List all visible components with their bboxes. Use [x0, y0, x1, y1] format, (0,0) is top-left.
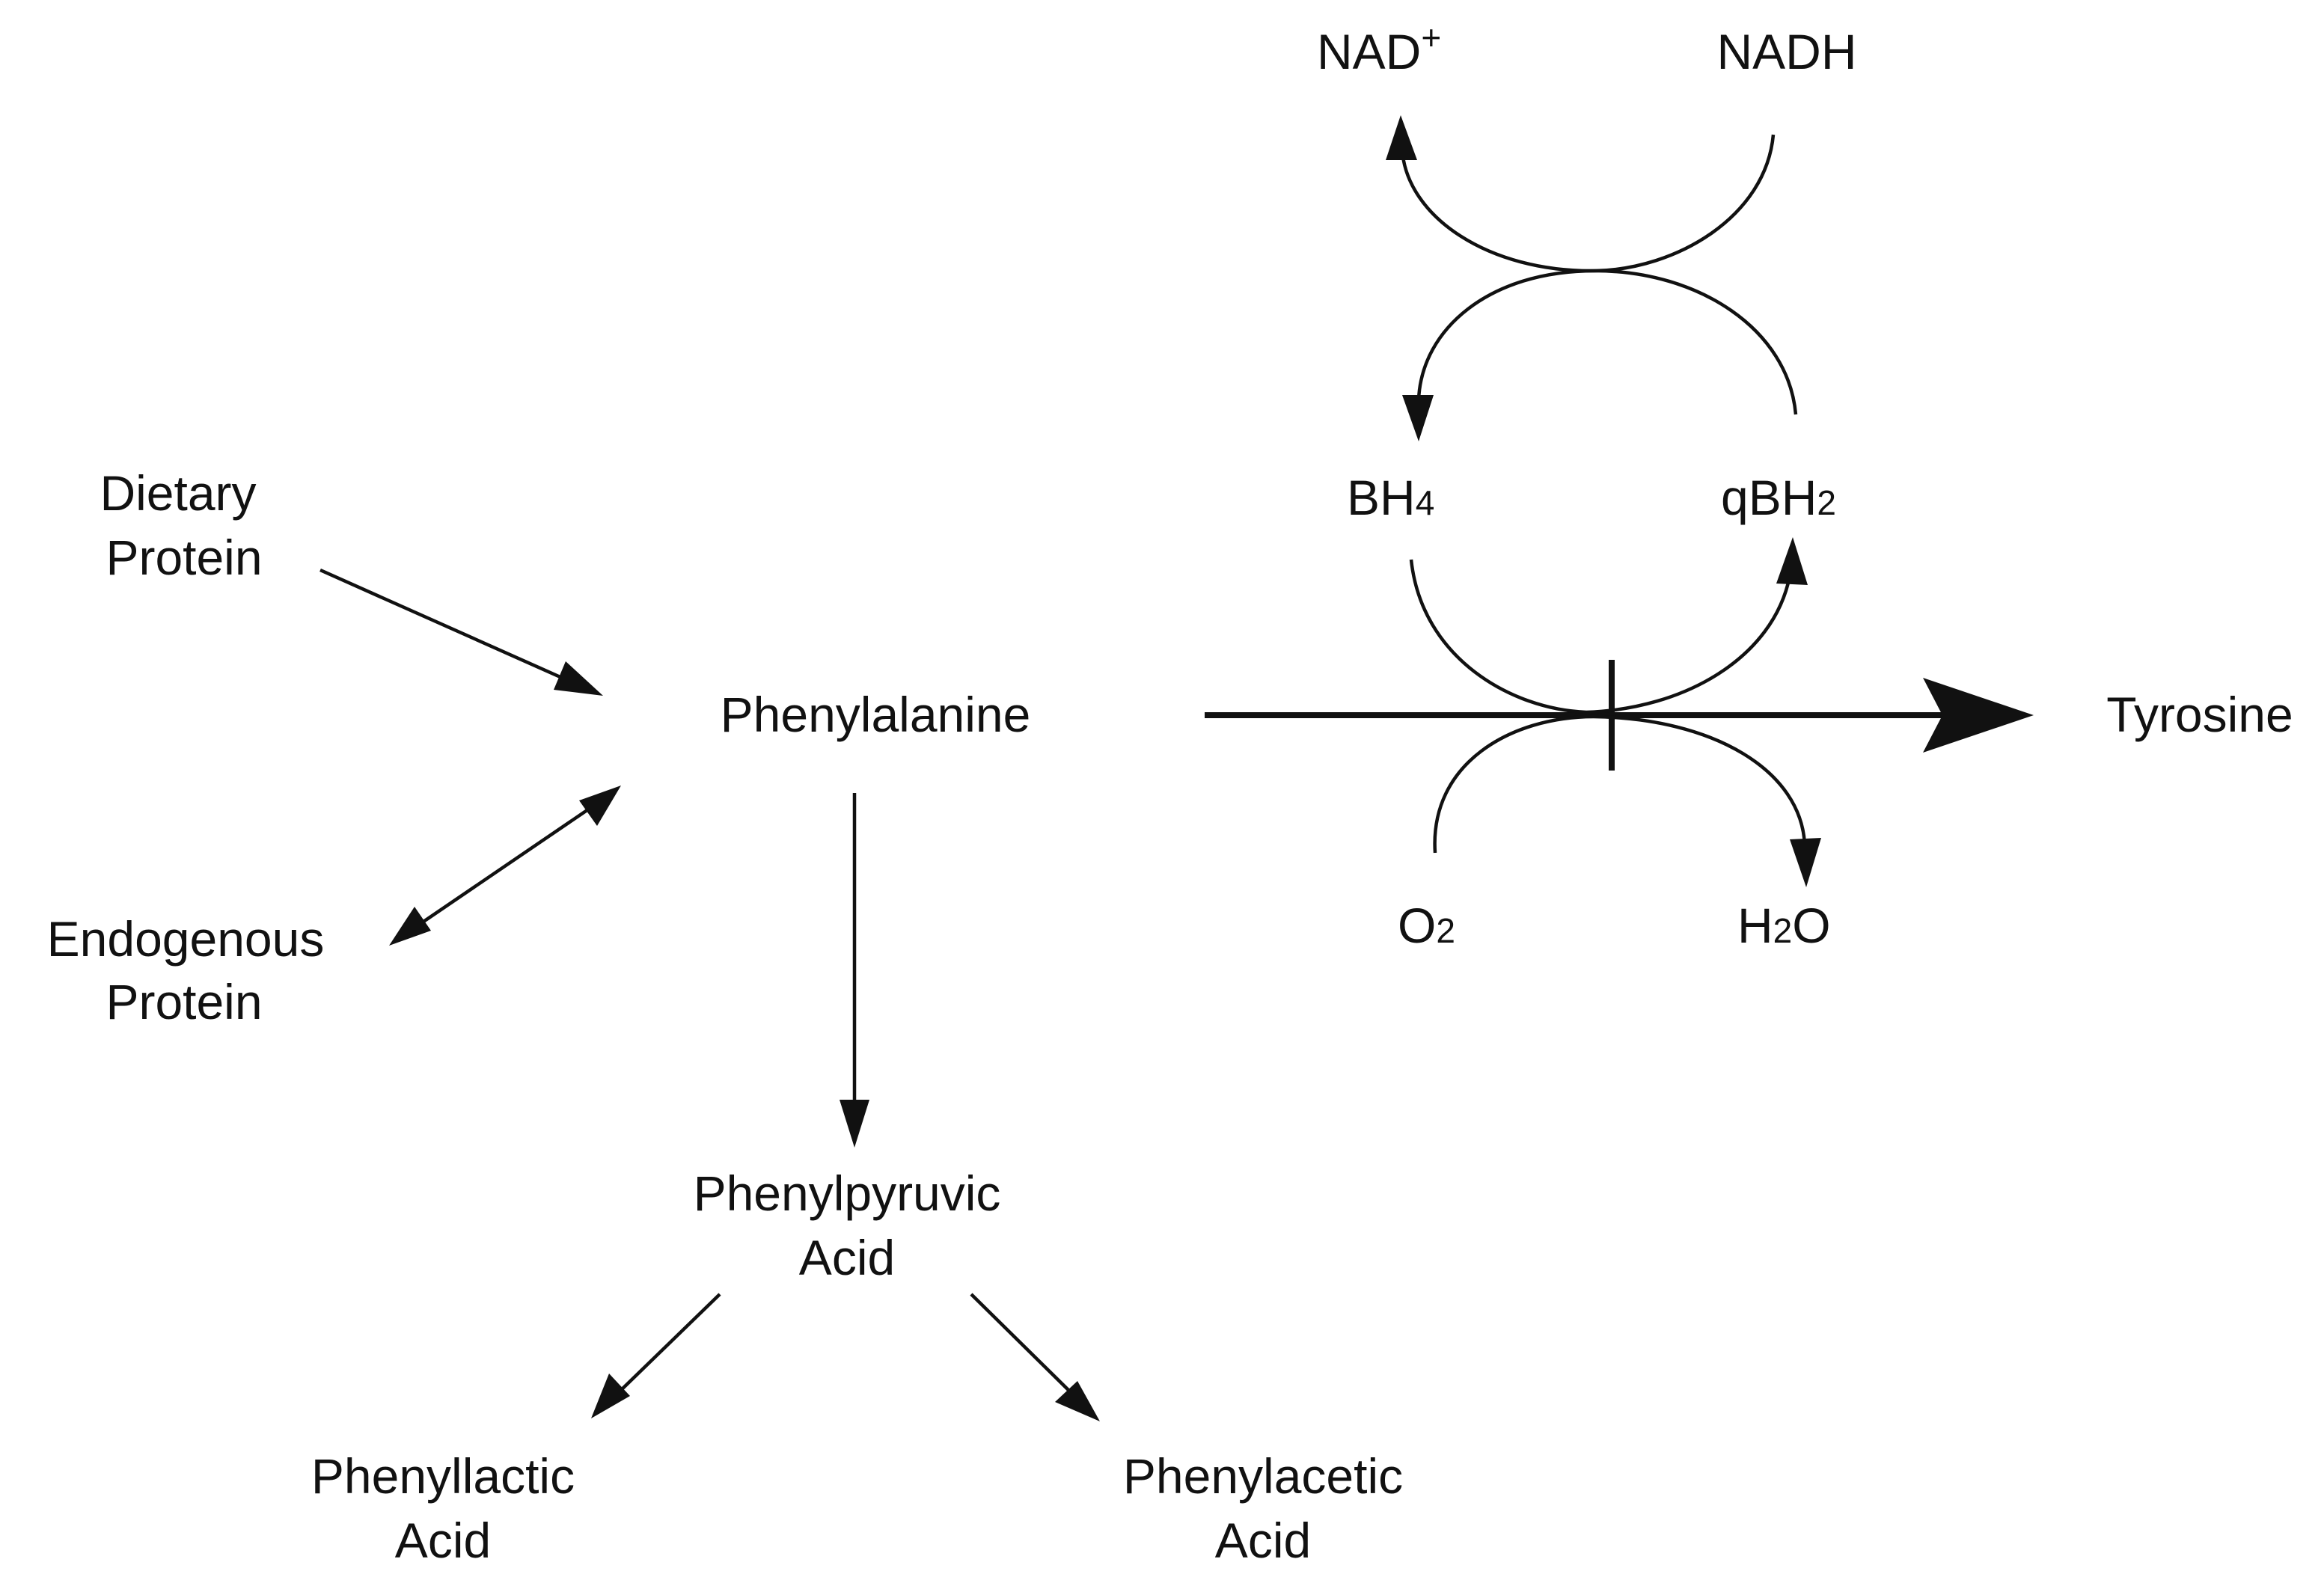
edge-bh4-to-qbh2 — [1409, 537, 1808, 714]
arrowhead — [1402, 395, 1434, 441]
phenylacetic-acid-label-line2: Acid — [1215, 1513, 1311, 1568]
o2-base: O — [1398, 898, 1436, 953]
nad-plus-base: NAD — [1317, 24, 1421, 79]
phenylpyruvic-acid-label-line1: Phenylpyruvic — [694, 1166, 1001, 1221]
o2-subscript: 2 — [1436, 911, 1455, 950]
edge-nadh-to-nad-plus — [1386, 115, 1776, 273]
bh4-subscript: 4 — [1416, 483, 1435, 522]
arrowhead — [1776, 537, 1808, 585]
arrowhead-top — [579, 786, 621, 826]
node-phenyllactic-acid: Phenyllactic Acid — [311, 1448, 575, 1568]
node-tyrosine: Tyrosine — [2106, 687, 2293, 742]
node-bh4: BH4 — [1347, 470, 1434, 525]
arrowhead — [591, 1374, 630, 1418]
h2o-subscript: 2 — [1773, 911, 1793, 950]
arrowhead — [1386, 115, 1417, 160]
edge-phenylalanine-to-phenylpyruvic — [840, 793, 869, 1148]
endogenous-protein-label-line1: Endogenous — [47, 911, 325, 967]
node-o2: O2 — [1398, 898, 1455, 953]
edge-o2-to-h2o — [1433, 714, 1821, 887]
arrowhead — [1923, 678, 2034, 753]
edge-endogenous-phenylalanine — [389, 786, 621, 946]
node-nadh: NADH — [1716, 24, 1856, 79]
nad-plus-superscript: + — [1421, 18, 1441, 57]
node-phenylacetic-acid: Phenylacetic Acid — [1123, 1448, 1403, 1568]
endogenous-protein-label-line2: Protein — [106, 974, 262, 1029]
phenylacetic-acid-label-line1: Phenylacetic — [1123, 1448, 1403, 1504]
edge-phenylalanine-to-tyrosine — [1205, 660, 2034, 771]
edge-qbh2-to-bh4 — [1402, 269, 1798, 441]
arrowhead — [1055, 1381, 1100, 1421]
h2o-base: H — [1737, 898, 1773, 953]
node-dietary-protein: Dietary Protein — [100, 465, 262, 585]
qbh2-subscript: 2 — [1817, 483, 1836, 522]
arrowhead — [554, 661, 603, 696]
node-qbh2: qBH2 — [1721, 470, 1836, 525]
node-nad-plus: NAD+ — [1317, 18, 1441, 79]
dietary-protein-label-line2: Protein — [106, 530, 262, 585]
edge-dietary-to-phenylalanine — [319, 568, 603, 696]
edge-phenylpyruvic-to-phenyllactic — [591, 1293, 721, 1418]
node-phenylpyruvic-acid: Phenylpyruvic Acid — [694, 1166, 1001, 1285]
qbh2-base: qBH — [1721, 470, 1817, 525]
arrowhead — [840, 1100, 869, 1148]
node-phenylalanine: Phenylalanine — [721, 687, 1031, 742]
phenylpyruvic-acid-label-line2: Acid — [799, 1230, 895, 1285]
bh4-base: BH — [1347, 470, 1416, 525]
node-endogenous-protein: Endogenous Protein — [47, 911, 325, 1029]
edge-phenylpyruvic-to-phenylacetic — [970, 1293, 1100, 1421]
h2o-tail: O — [1792, 898, 1830, 953]
dietary-protein-label-line1: Dietary — [100, 465, 256, 521]
arrowhead — [1790, 838, 1821, 887]
phenyllactic-acid-label-line1: Phenyllactic — [311, 1448, 575, 1504]
node-h2o: H2O — [1737, 898, 1831, 953]
arrowhead-bottom — [389, 907, 431, 946]
phenyllactic-acid-label-line2: Acid — [395, 1513, 491, 1568]
